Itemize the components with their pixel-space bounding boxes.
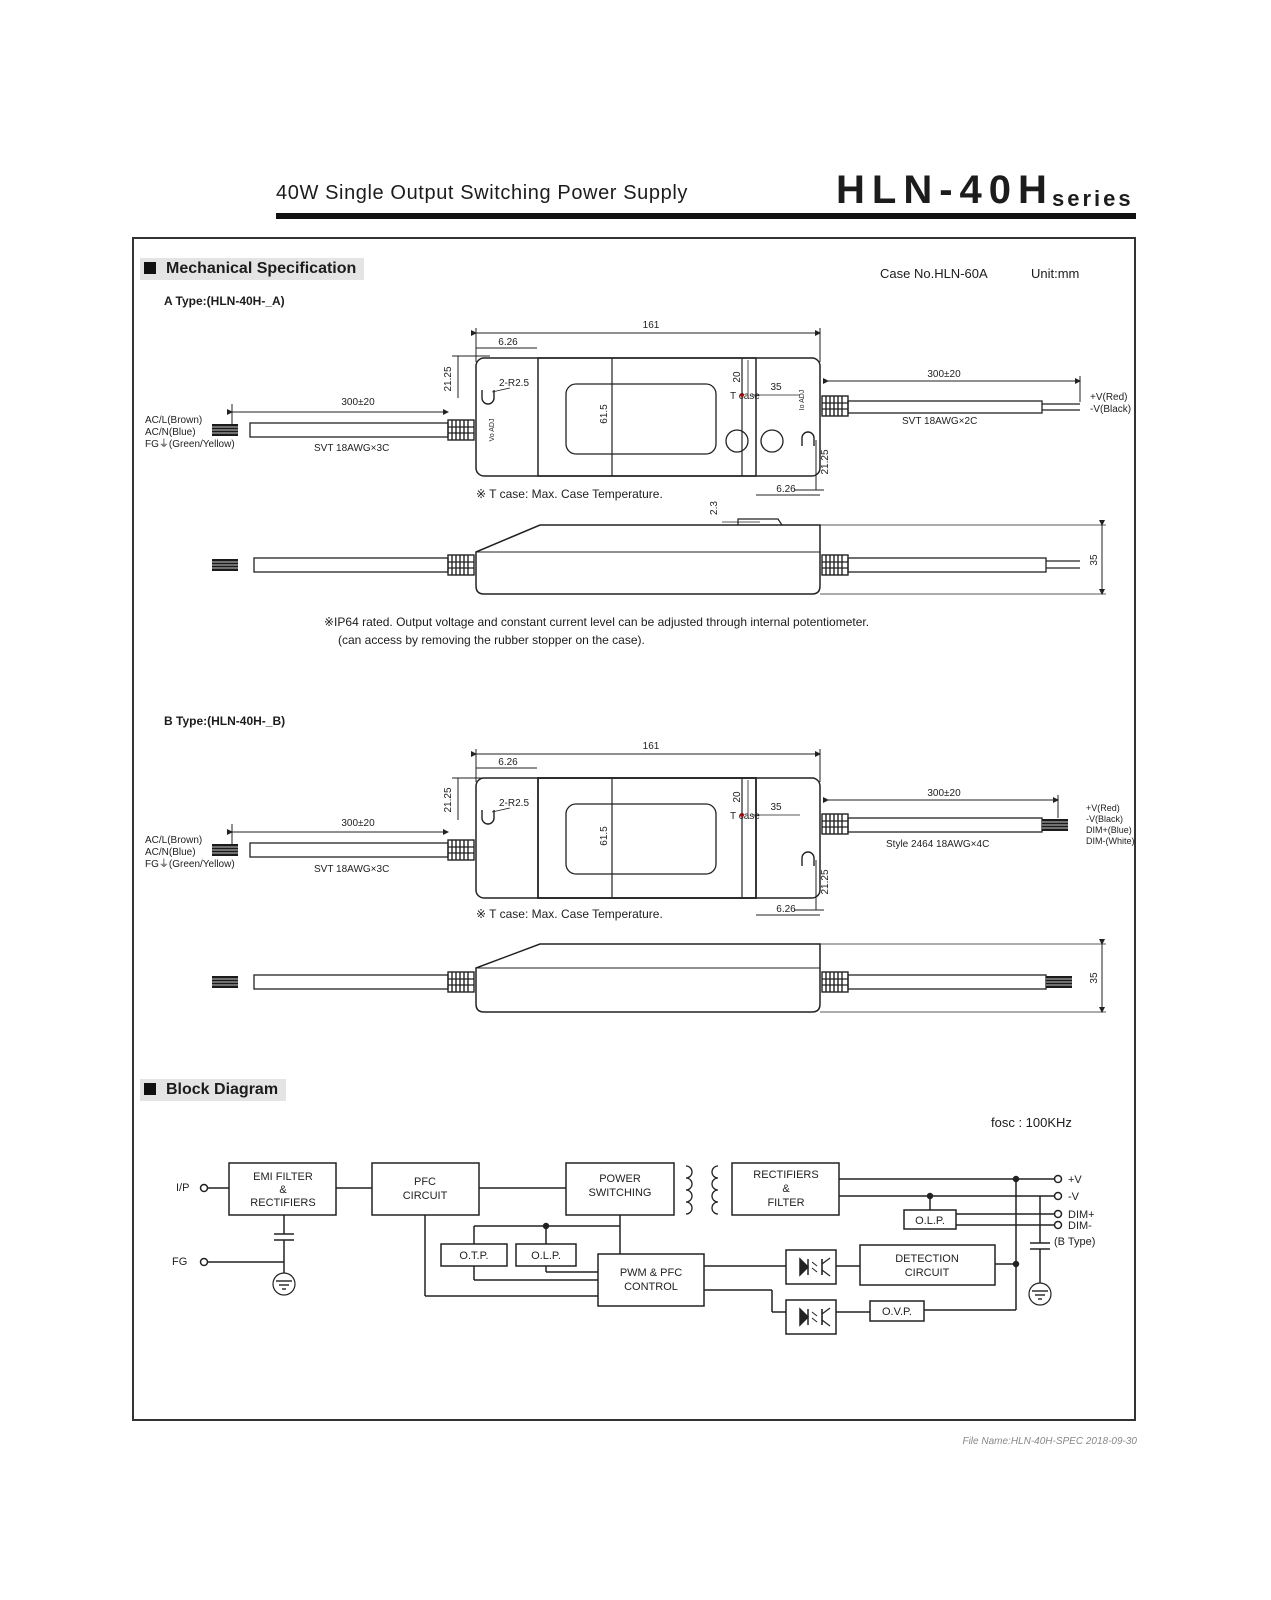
a-in-cable-spec: SVT 18AWG×3C [314, 443, 389, 454]
b-out-wire-1: +V(Red) [1086, 803, 1120, 813]
a-dim-626-bottom: 6.26 [776, 484, 796, 495]
block-rect-line-2: & [782, 1183, 790, 1195]
block-pwm-line-2: CONTROL [624, 1281, 678, 1293]
output-plus-v: +V [1068, 1174, 1082, 1186]
block-olp-in: O.L.P. [531, 1250, 561, 1262]
a-in-wire-2: AC/N(Blue) [145, 427, 196, 438]
block-emi-line-1: EMI FILTER [253, 1171, 313, 1183]
b-dim-radius: 2-R2.5 [499, 798, 529, 809]
b-in-wire-3: FG⏚(Green/Yellow) [145, 858, 235, 870]
a-tcase-note: ※ T case: Max. Case Temperature. [476, 487, 663, 501]
a-dim-20: 20 [732, 371, 743, 383]
b-tcase-label: T case [730, 811, 760, 822]
a-dim-35: 35 [770, 382, 782, 393]
b-in-wire-2: AC/N(Blue) [145, 847, 196, 858]
b-dim-2125-right: 21.25 [820, 869, 831, 894]
b-out-cable-spec: Style 2464 18AWG×4C [886, 839, 989, 850]
b-out-wire-2: -V(Black) [1086, 814, 1123, 824]
b-type-side-view: 35 [211, 939, 1106, 1013]
output-minus-v: -V [1068, 1191, 1080, 1203]
a-cable-out-length: 300±20 [927, 369, 961, 380]
b-out-wire-4: DIM-(White) [1086, 836, 1135, 846]
unit-label: Unit:mm [1031, 266, 1080, 281]
a-side-dim-23: 2.3 [709, 501, 720, 515]
block-detect-line-1: DETECTION [895, 1253, 959, 1265]
a-in-wire-1: AC/L(Brown) [145, 415, 202, 426]
b-in-wire-1: AC/L(Brown) [145, 835, 202, 846]
series-label: series [1052, 186, 1134, 211]
b-type-title: B Type:(HLN-40H-_B) [164, 714, 286, 728]
b-side-dim-35: 35 [1089, 972, 1100, 984]
bullet-square-icon [144, 1083, 156, 1095]
block-ovp: O.V.P. [882, 1306, 912, 1318]
a-in-wire-3: FG⏚(Green/Yellow) [145, 438, 235, 450]
b-dim-35: 35 [770, 802, 782, 813]
b-dim-20: 20 [732, 791, 743, 803]
block-detect-line-2: CIRCUIT [905, 1267, 950, 1279]
a-dim-2125-left: 21.25 [443, 366, 454, 391]
b-cable-out-length: 300±20 [927, 788, 961, 799]
a-tcase-label: T case [730, 391, 760, 402]
b-tcase-note: ※ T case: Max. Case Temperature. [476, 907, 663, 921]
block-rect-line-3: FILTER [767, 1197, 804, 1209]
a-dim-2125-right: 21.25 [820, 449, 831, 474]
a-dim-161: 161 [643, 320, 660, 331]
block-power-line-1: POWER [599, 1173, 641, 1185]
a-dim-626-top: 6.26 [498, 337, 518, 348]
block-otp: O.T.P. [459, 1250, 488, 1262]
header-rule [276, 213, 1136, 219]
access-note: (can access by removing the rubber stopp… [338, 633, 645, 647]
block-pwm-line-1: PWM & PFC [620, 1267, 682, 1279]
mechanical-section-title: Mechanical Specification [140, 258, 365, 280]
output-dim-minus: DIM- [1068, 1220, 1092, 1232]
b-type-note: (B Type) [1054, 1236, 1095, 1248]
b-dim-626-top: 6.26 [498, 757, 518, 768]
a-side-dim-35: 35 [1089, 554, 1100, 566]
footer-filename: File Name:HLN-40H-SPEC 2018-09-30 [962, 1436, 1137, 1447]
a-pot-vo-label: Vo ADJ [489, 419, 496, 442]
a-dim-radius: 2-R2.5 [499, 378, 529, 389]
b-type-top-view: 161 6.26 21.25 61.5 2-R2.5 20 T case 35 … [145, 741, 1135, 921]
block-rect-line-1: RECTIFIERS [753, 1169, 818, 1181]
fg-label: FG [172, 1256, 187, 1268]
fosc-label: fosc : 100KHz [991, 1115, 1072, 1130]
block-power-line-2: SWITCHING [589, 1187, 652, 1199]
a-type-side-view: 2.3 35 [211, 501, 1106, 595]
b-dim-2125-left: 21.25 [443, 787, 454, 812]
a-out-wire-2: -V(Black) [1090, 404, 1131, 415]
b-dim-161: 161 [643, 741, 660, 752]
b-in-cable-spec: SVT 18AWG×3C [314, 864, 389, 875]
ip-label: I/P [176, 1182, 189, 1194]
a-pot-io-label: Io ADJ [799, 390, 806, 411]
case-number: Case No.HLN-60A [880, 266, 988, 281]
block-pfc-line-1: PFC [414, 1176, 436, 1188]
b-dim-626-bottom: 6.26 [776, 904, 796, 915]
a-type-top-view: 161 6.26 21.25 61.5 2-R2.5 20 T case 35 … [145, 320, 1131, 501]
b-out-wire-3: DIM+(Blue) [1086, 825, 1132, 835]
block-emi-line-3: RECTIFIERS [250, 1197, 315, 1209]
block-emi-line-2: & [279, 1184, 287, 1196]
output-dim-plus: DIM+ [1068, 1209, 1095, 1221]
a-out-wire-1: +V(Red) [1090, 392, 1128, 403]
b-dim-615: 61.5 [599, 826, 610, 846]
a-cable-in-length: 300±20 [341, 397, 375, 408]
block-diagram: I/P FG EMI FILTER & RECTIFIERS PFC CIRCU… [172, 1162, 1095, 1335]
a-dim-615: 61.5 [599, 404, 610, 424]
a-type-title: A Type:(HLN-40H-_A) [164, 294, 285, 308]
block-diagram-section-title: Block Diagram [140, 1079, 287, 1101]
a-out-cable-spec: SVT 18AWG×2C [902, 416, 977, 427]
document-subtitle: 40W Single Output Switching Power Supply [276, 182, 688, 204]
model-name: HLN-40H [836, 168, 1054, 212]
block-pfc-line-2: CIRCUIT [403, 1190, 448, 1202]
bullet-square-icon [144, 262, 156, 274]
b-cable-in-length: 300±20 [341, 818, 375, 829]
content-frame [132, 237, 1136, 1421]
ip64-note: ※IP64 rated. Output voltage and constant… [324, 615, 870, 629]
block-olp-out: O.L.P. [915, 1215, 945, 1227]
